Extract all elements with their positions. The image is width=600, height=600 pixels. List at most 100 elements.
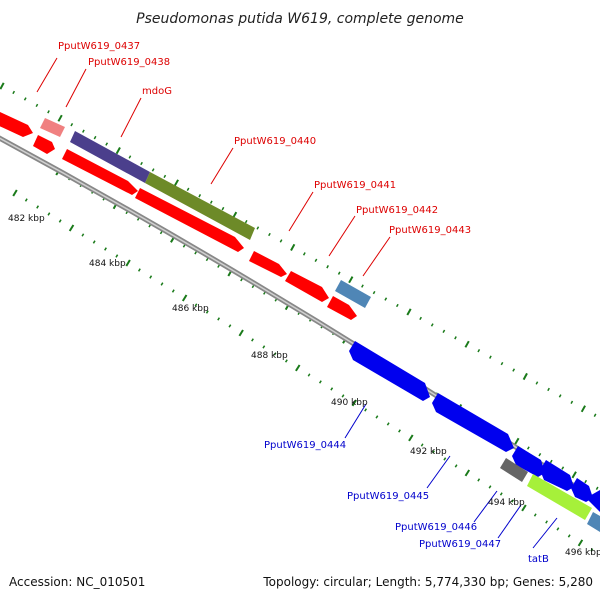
scale-labels: 482 kbp 484 kbp 486 kbp 488 kbp 490 kbp … [8,214,600,558]
outer-tick [464,340,470,348]
gene-label-0444[interactable]: PputW619_0444 [264,440,346,451]
gene-arrow-mdoH[interactable] [62,149,138,195]
middle-tick [545,520,548,524]
genome-backbone [0,135,600,507]
inner-tick [194,251,198,255]
gene-arrow-0442b[interactable] [327,296,357,320]
middle-tick [181,294,188,302]
gene-arrow-0447[interactable] [540,460,574,491]
gene-arrow-0439b[interactable] [135,188,244,252]
middle-tick [68,224,75,232]
outer-tick [268,232,271,237]
middle-tick [432,450,435,454]
middle-tick [351,399,357,407]
middle-tick [58,219,62,223]
gene-label-0443[interactable]: PputW619_0443 [389,225,471,236]
middle-tick [125,259,131,267]
gene-arrow-0446[interactable] [512,446,545,477]
gene-label-tatB[interactable]: tatB [528,554,549,565]
scale-label-492: 492 kbp [410,447,447,457]
gene-label-0441[interactable]: PputW619_0441 [314,180,396,191]
outer-tick [558,394,562,398]
outer-tick [209,200,213,204]
inner-tick [217,264,221,268]
gene-label-0437[interactable]: PputW619_0437 [58,41,140,52]
middle-tick [477,478,481,482]
middle-tick [464,469,471,477]
gene-label-0445[interactable]: PputW619_0445 [347,491,429,502]
middle-tick [238,329,244,337]
middle-tick [194,303,198,307]
middle-tick [318,380,322,384]
inner-tick [549,459,553,464]
middle-tick [577,539,584,547]
gene-arrow-0438[interactable] [33,135,55,154]
middle-tick [408,434,414,442]
outer-tick [454,336,457,340]
middle-tick [12,189,18,197]
outer-tick [290,243,296,251]
gene-arrow-0445[interactable] [432,393,514,452]
gene-arrow-0436[interactable] [0,112,33,137]
middle-tick [171,289,175,293]
gene-arrow-tatC[interactable] [587,512,600,532]
gene-grey-block[interactable] [500,458,528,482]
gene-arrow-mdoG[interactable] [70,131,150,183]
middle-tick [420,443,424,447]
gene-label-0442[interactable]: PputW619_0442 [356,205,438,216]
scale-label-490: 490 kbp [331,398,368,408]
inner-tick [584,479,588,484]
gene-arrow-0437[interactable] [40,118,65,137]
outer-tick [82,129,85,133]
gene-label-0438[interactable]: PputW619_0438 [88,57,170,68]
middle-tick [273,352,277,356]
middle-tick [375,415,379,419]
gene-arrow-0440[interactable] [145,172,255,240]
outer-tick [221,206,225,211]
gene-label-0447[interactable]: PputW619_0447 [419,539,501,550]
middle-tick [36,205,40,209]
middle-tick [398,429,401,433]
outer-tick [430,323,434,327]
outer-tick [512,368,516,372]
outer-tick [406,308,412,316]
middle-tick [488,485,492,489]
outer-tick [337,271,341,275]
outer-tick [535,381,539,385]
inner-tick [205,257,209,262]
middle-tick [284,359,288,363]
forward-features [0,112,371,320]
middle-tick [104,247,107,251]
gene-arrow-tatB[interactable] [527,474,592,520]
gene-arrow-0441[interactable] [249,251,287,277]
outer-tick [395,303,399,308]
outer-tick [522,372,528,381]
outer-tick [442,329,446,333]
summary-text: Topology: circular; Length: 5,774,330 bp… [262,575,593,589]
gene-arrow-0444[interactable] [349,341,430,401]
inner-tick [514,437,520,445]
middle-tick [330,387,334,391]
gene-arrow-tatA[interactable] [571,478,593,502]
outer-tick [348,276,354,284]
middle-tick [205,310,209,314]
gene-label-mdoG[interactable]: mdoG [142,86,172,97]
outer-tick-ring [0,82,597,417]
gene-label-0446[interactable]: PputW619_0446 [395,522,477,533]
middle-tick [511,499,515,503]
outer-tick [23,97,27,101]
gene-arrow-next[interactable] [586,490,600,512]
gene-arrow-0443[interactable] [335,280,371,308]
gene-arrow-0442[interactable] [285,271,329,302]
outer-tick [302,252,306,256]
outer-tick [128,155,132,159]
accession-text: Accession: NC_010501 [9,575,145,589]
outer-tick [12,90,16,95]
middle-tick [149,275,153,279]
outer-tick [477,349,481,353]
gene-label-0440[interactable]: PputW619_0440 [234,136,316,147]
inner-tick [526,446,530,450]
outer-tick [326,265,329,269]
middle-tick [454,464,458,468]
middle-tick [295,364,301,372]
